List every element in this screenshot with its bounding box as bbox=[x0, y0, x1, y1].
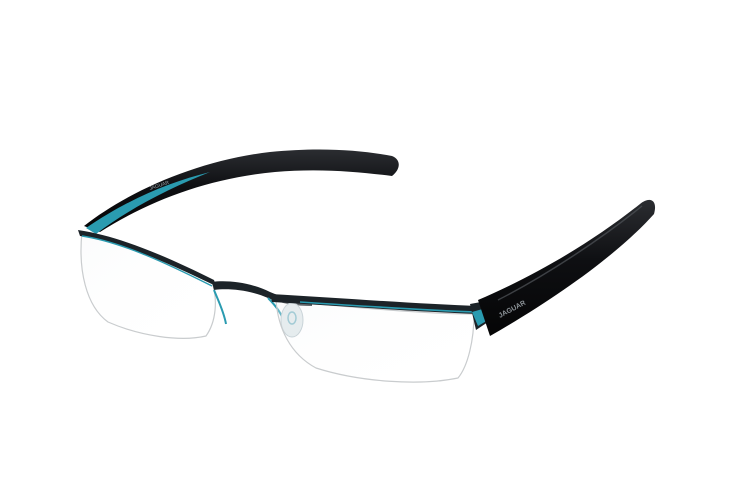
nose-pad-arm bbox=[213, 289, 227, 325]
left-temple-accent bbox=[86, 172, 210, 234]
right-rim-accent bbox=[299, 301, 477, 313]
left-lens bbox=[80, 231, 216, 339]
left-rim-accent bbox=[81, 235, 213, 287]
right-temple-highlight bbox=[497, 205, 643, 301]
right-lens bbox=[275, 299, 475, 383]
left-temple-arm bbox=[84, 149, 399, 232]
right-temple-arm bbox=[478, 199, 656, 336]
left-top-rim bbox=[78, 230, 216, 286]
